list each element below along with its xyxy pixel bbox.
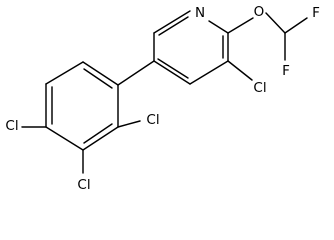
bond-n-c2	[208, 20, 229, 34]
bond-b6-b1-inner	[83, 68, 113, 89]
bond-b2-cl-ortho	[117, 120, 141, 128]
bond-b3-b4	[45, 126, 84, 151]
bond-b5-b6	[45, 61, 84, 85]
bond-o-chf2	[265, 12, 286, 34]
pyridine-substituents	[117, 12, 308, 86]
bond-c4-c5	[153, 60, 191, 85]
molecule-canvas: N O F F Cl Cl Cl Cl	[5, 4, 320, 193]
atom-label-pyridine-n: N	[195, 5, 205, 21]
atom-label-cl-ortho: Cl	[146, 112, 159, 128]
bond-c4-c5-inner	[157, 58, 189, 79]
atom-label-f-top: F	[312, 5, 320, 21]
bond-biaryl	[117, 60, 155, 86]
bond-c6-n-inner	[158, 16, 189, 36]
bond-b2-b3	[82, 126, 119, 151]
atom-label-cl-para: Cl	[5, 118, 18, 134]
atom-label-cl-pyridine: Cl	[253, 80, 266, 96]
bond-b2-b3-inner	[83, 123, 113, 144]
bond-c3-c4	[189, 60, 229, 85]
atom-label-cl-meta: Cl	[77, 177, 90, 193]
benzene-ring	[45, 61, 119, 151]
pyridine-ring	[153, 10, 229, 85]
atom-label-f-bottom: F	[282, 63, 290, 79]
bond-chf2-f-top	[284, 17, 308, 34]
atom-label-ether-o: O	[254, 4, 265, 20]
bond-c6-n	[153, 10, 191, 34]
bond-c2-o	[227, 17, 254, 34]
molecule-structure: N O F F Cl Cl Cl Cl	[5, 4, 320, 193]
benzene-substituents	[21, 120, 141, 174]
bond-b6-b1	[82, 61, 119, 86]
bond-c3-cl	[227, 60, 253, 81]
